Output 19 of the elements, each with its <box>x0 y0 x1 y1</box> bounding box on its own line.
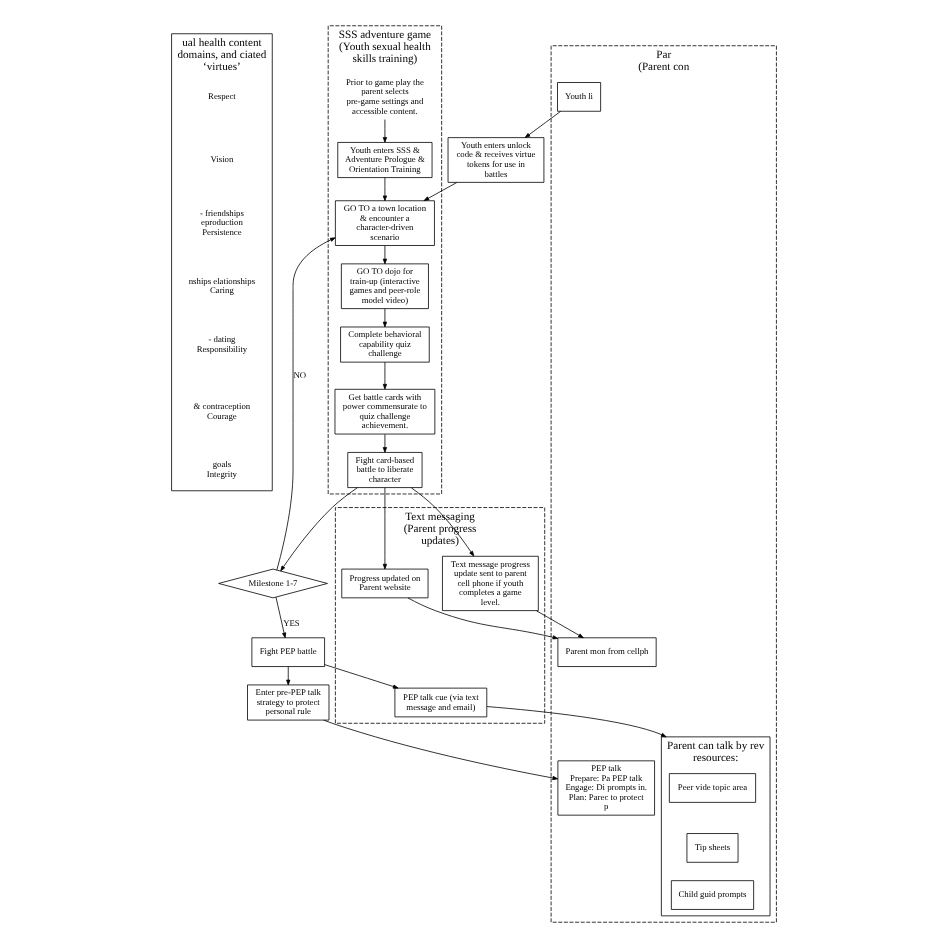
arrow <box>276 237 336 571</box>
arrow <box>382 433 387 453</box>
arrow <box>423 182 458 201</box>
arrow <box>275 596 287 639</box>
arrow <box>410 487 475 557</box>
arrow <box>382 308 387 328</box>
arrow <box>382 119 387 143</box>
arrow <box>382 177 387 202</box>
arrow <box>382 361 387 390</box>
arrow <box>382 487 387 570</box>
arrow <box>486 706 667 738</box>
arrow <box>382 245 387 265</box>
arrow <box>407 597 559 640</box>
arrow <box>323 719 559 781</box>
arrow <box>536 610 584 639</box>
arrow <box>324 664 399 689</box>
arrow <box>280 487 358 572</box>
arrow <box>524 110 561 138</box>
arrow <box>286 666 291 686</box>
